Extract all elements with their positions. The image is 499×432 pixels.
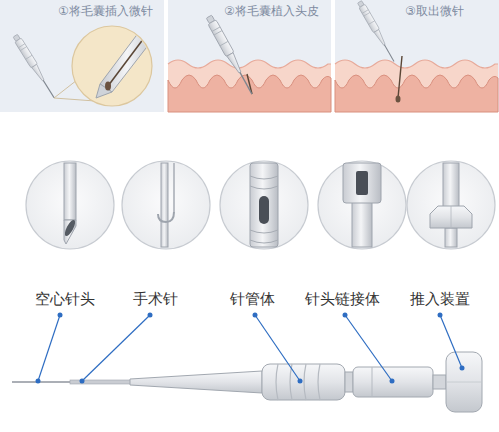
leader-line bbox=[82, 315, 150, 381]
leader-line bbox=[345, 315, 392, 381]
step-title: ③取出微针 bbox=[405, 4, 464, 19]
hollow-needle bbox=[64, 163, 76, 220]
pen-needle-tube bbox=[70, 380, 132, 384]
hair-bulb bbox=[396, 96, 401, 103]
step-panel bbox=[335, 0, 499, 112]
zoom-line bbox=[54, 80, 77, 98]
part-detail: 推入装置 bbox=[407, 161, 495, 249]
skin-section bbox=[335, 60, 498, 112]
pen-icon bbox=[356, 0, 397, 63]
pen-neck bbox=[345, 372, 353, 392]
part-detail: 针头链接体 bbox=[318, 161, 406, 249]
leader-dot bbox=[58, 313, 63, 318]
part-label: 针管体 bbox=[230, 289, 275, 309]
step-title: ①将毛囊插入微针 bbox=[58, 4, 153, 19]
detail-circle bbox=[26, 161, 114, 249]
leader-line bbox=[38, 315, 60, 381]
pen-icon bbox=[12, 34, 57, 100]
leader-dot bbox=[343, 313, 348, 318]
tube-ridges bbox=[250, 176, 278, 243]
pen-grip bbox=[262, 364, 345, 400]
tube-slot bbox=[259, 196, 269, 224]
leader-line bbox=[440, 315, 462, 368]
step-panel: ①将毛囊插入微针 bbox=[0, 0, 164, 112]
connector-neck bbox=[352, 201, 372, 247]
leader-dot bbox=[36, 379, 41, 384]
tube-body bbox=[250, 163, 278, 247]
leader-dot bbox=[460, 366, 465, 371]
step-title: ②将毛囊植入头皮 bbox=[224, 4, 319, 19]
connector-head bbox=[343, 163, 381, 203]
hex-head bbox=[430, 206, 472, 228]
head-edge bbox=[446, 382, 482, 383]
pen-icon bbox=[205, 14, 256, 96]
pen-connector bbox=[353, 367, 433, 397]
step-panel: ②将毛囊植入头皮 bbox=[168, 0, 331, 112]
zoom-detail bbox=[96, 20, 160, 98]
leader-line bbox=[255, 315, 300, 381]
leader-dot bbox=[148, 313, 153, 318]
zoom-follicle bbox=[108, 30, 150, 86]
step-panel bbox=[0, 0, 164, 112]
skin-section bbox=[168, 60, 331, 112]
part-detail: 针管体 bbox=[220, 161, 308, 249]
leader-dot bbox=[438, 313, 443, 318]
part-detail: 手术针 bbox=[122, 161, 210, 249]
connector-window bbox=[356, 171, 368, 195]
part-label: 空心针头 bbox=[35, 289, 95, 309]
detail-circle bbox=[122, 161, 210, 249]
leader-dot bbox=[80, 379, 85, 384]
needle-opening bbox=[63, 219, 77, 238]
leader-dot bbox=[298, 379, 303, 384]
grip-ridges bbox=[276, 364, 320, 400]
leader-dot bbox=[253, 313, 258, 318]
detail-circle bbox=[318, 161, 406, 249]
zoom-circle bbox=[72, 26, 152, 106]
pen-cone bbox=[130, 371, 262, 393]
leader-dots bbox=[36, 313, 465, 384]
pen-head bbox=[446, 352, 482, 412]
leader-lines bbox=[38, 315, 462, 381]
step-panel bbox=[168, 0, 331, 112]
step-panel: ③取出微针 bbox=[335, 0, 499, 112]
needle-hook-shine bbox=[174, 163, 175, 212]
surgical-needle bbox=[161, 163, 168, 247]
hex-edge bbox=[451, 206, 452, 228]
connector-seam bbox=[372, 367, 373, 397]
zoom-needle bbox=[100, 20, 160, 92]
push-rod bbox=[443, 163, 459, 209]
detail-circle bbox=[220, 161, 308, 249]
detail-circle bbox=[407, 161, 495, 249]
pen-needle bbox=[12, 381, 70, 383]
leader-dot bbox=[390, 379, 395, 384]
part-label: 针头链接体 bbox=[305, 289, 380, 309]
zoom-bulb bbox=[105, 82, 111, 91]
part-detail: 空心针头 bbox=[26, 161, 114, 249]
part-label: 推入装置 bbox=[410, 289, 470, 309]
hair bbox=[398, 56, 402, 98]
part-label: 手术针 bbox=[133, 289, 178, 309]
push-rod bbox=[445, 228, 457, 247]
pen-rod bbox=[433, 375, 446, 389]
needle-hook bbox=[158, 163, 174, 222]
